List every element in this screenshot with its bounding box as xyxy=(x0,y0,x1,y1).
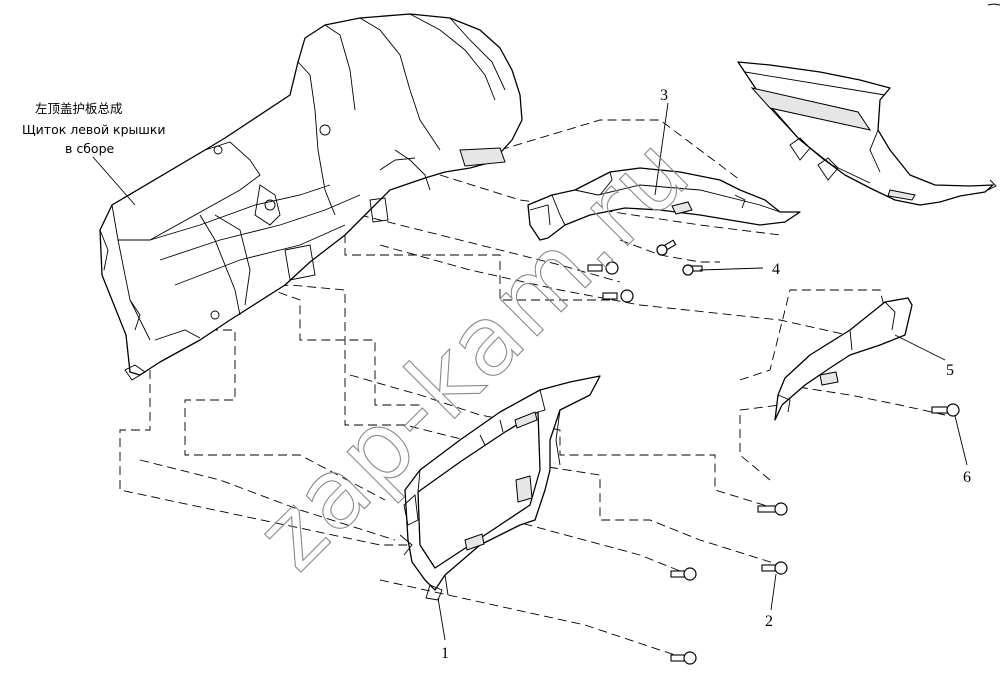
callout-numbers: 1 2 3 4 5 6 xyxy=(441,87,971,662)
upper-right-shelf-panel xyxy=(737,61,997,206)
leader-lines xyxy=(92,102,968,641)
bolt-upper-a xyxy=(587,261,619,275)
part-1-lower-frame xyxy=(399,375,601,601)
assembly-caption: 左顶盖护板总成 Щиток левой крышки в сборе xyxy=(22,101,166,156)
part-5-side-strip xyxy=(774,297,913,421)
bolt-lower-middle xyxy=(670,567,697,581)
bolt-part-6 xyxy=(931,403,960,417)
callout-2: 2 xyxy=(765,613,773,630)
bolt-upper-b xyxy=(602,289,634,303)
screw-part-4-a xyxy=(656,239,677,256)
bolt-part-2 xyxy=(761,561,788,575)
fasteners xyxy=(587,239,960,665)
callout-6: 6 xyxy=(963,469,971,486)
callout-3: 3 xyxy=(660,87,668,104)
part-3-trim-bracket xyxy=(527,167,801,241)
caption-chinese: 左顶盖护板总成 xyxy=(35,101,123,116)
callout-4: 4 xyxy=(772,261,780,278)
corner-mark xyxy=(987,3,1001,6)
left-roof-trim-panel xyxy=(99,13,523,381)
screw-part-4-b xyxy=(682,264,703,276)
bolt-lower-bottom xyxy=(670,651,697,665)
callout-5: 5 xyxy=(946,362,954,379)
caption-russian-line-1: Щиток левой крышки xyxy=(22,122,166,137)
bolt-right-1 xyxy=(757,502,788,516)
caption-russian-line-2: в сборе xyxy=(65,141,115,156)
callout-1: 1 xyxy=(441,645,449,662)
